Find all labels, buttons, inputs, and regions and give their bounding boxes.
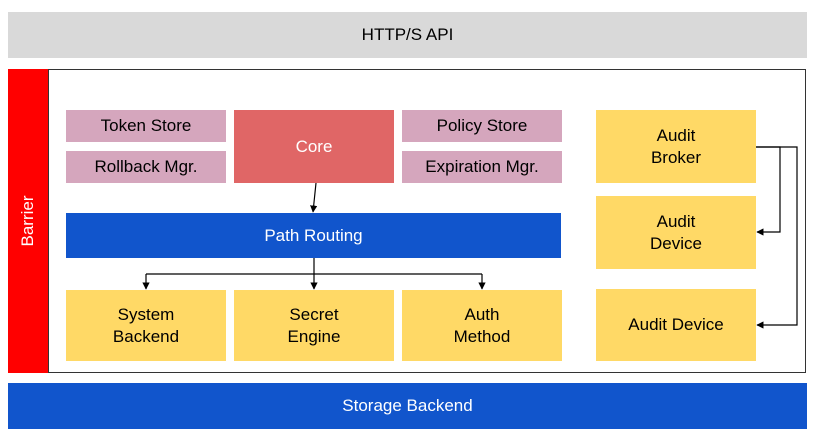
secret-engine-line1: Secret	[289, 304, 339, 324]
token-store-label: Token Store	[100, 116, 192, 135]
token-store-box: Token Store	[66, 110, 226, 142]
expiration-mgr-box: Expiration Mgr.	[402, 151, 562, 183]
audit-device-box-2: Audit Device	[596, 289, 756, 361]
rollback-mgr-label: Rollback Mgr.	[94, 157, 198, 176]
core-label: Core	[295, 136, 333, 156]
rollback-mgr-box: Rollback Mgr.	[66, 151, 226, 183]
audit-device-1-line2: Device	[650, 233, 702, 253]
system-backend-box: System Backend	[66, 290, 226, 361]
auth-method-box: Auth Method	[402, 290, 562, 361]
audit-device-box-1: Audit Device	[596, 196, 756, 269]
barrier-bar	[8, 69, 48, 373]
audit-device-2-label: Audit Device	[628, 315, 724, 334]
secret-engine-line2: Engine	[287, 326, 341, 346]
secret-engine-box: Secret Engine	[234, 290, 394, 361]
auth-method-line1: Auth	[464, 304, 500, 324]
audit-broker-line1: Audit	[656, 125, 696, 145]
core-to-routing-arrow	[310, 182, 318, 213]
policy-store-label: Policy Store	[436, 116, 528, 135]
system-backend-line1: System	[117, 304, 175, 324]
core-box: Core	[234, 110, 394, 183]
audit-device-1-line1: Audit	[656, 211, 696, 231]
audit-broker-box: Audit Broker	[596, 110, 756, 183]
path-routing-box: Path Routing	[66, 213, 561, 258]
http-api-label: HTTP/S API	[361, 25, 454, 44]
http-api-box: HTTP/S API	[8, 12, 807, 58]
expiration-mgr-label: Expiration Mgr.	[425, 157, 539, 176]
auth-method-line2: Method	[453, 326, 511, 346]
storage-backend-box: Storage Backend	[8, 383, 807, 429]
broker-to-device1-arrow	[756, 146, 781, 236]
policy-store-box: Policy Store	[402, 110, 562, 142]
broker-to-device2-arrow	[756, 146, 798, 329]
path-routing-label: Path Routing	[264, 225, 363, 245]
audit-broker-line2: Broker	[650, 147, 702, 167]
system-backend-line2: Backend	[112, 326, 180, 346]
storage-backend-label: Storage Backend	[342, 396, 473, 415]
